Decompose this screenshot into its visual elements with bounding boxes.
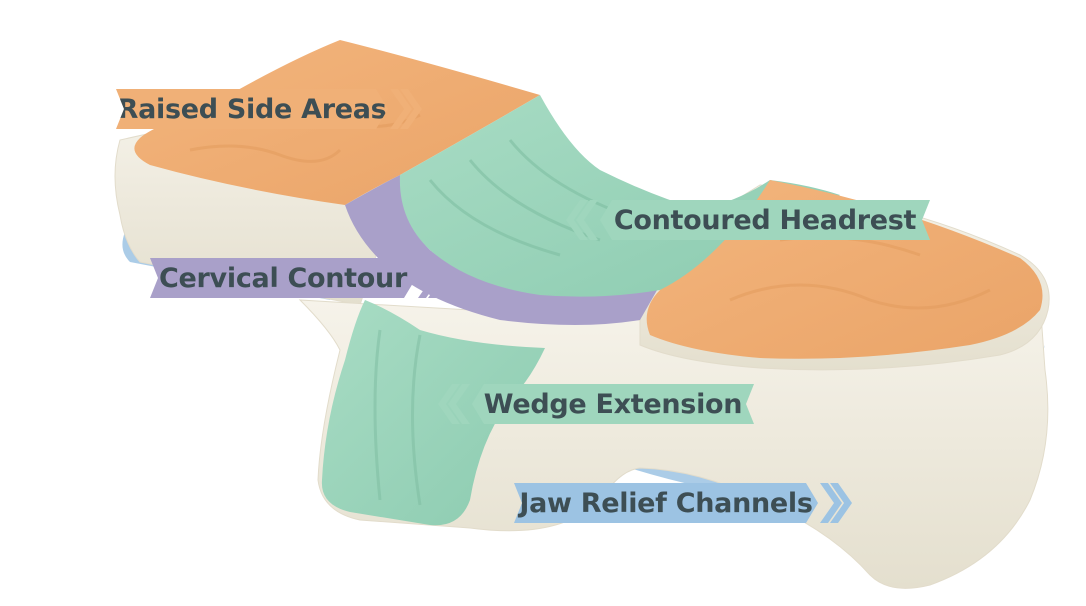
chevron-right-icon: [820, 483, 852, 523]
chevron-left-icon: [566, 200, 598, 240]
cervical-contour-label: Cervical Contour: [150, 258, 416, 298]
raised-side-areas-label: Raised Side Areas: [116, 89, 388, 129]
purple-cervical-contour: [345, 175, 660, 325]
callout-jaw-relief-channels: Jaw Relief Channels: [514, 483, 852, 523]
callout-raised-side-areas: Raised Side Areas: [116, 89, 422, 129]
callout-contoured-headrest: Contoured Headrest: [566, 200, 930, 240]
chevron-right-icon: [390, 89, 422, 129]
callout-cervical-contour: Cervical Contour: [150, 258, 450, 298]
callout-wedge-extension: Wedge Extension: [438, 384, 754, 424]
jaw-relief-channels-label: Jaw Relief Channels: [514, 483, 818, 523]
contoured-headrest-label: Contoured Headrest: [600, 200, 930, 240]
chevron-right-icon: [418, 258, 450, 298]
chevron-left-icon: [438, 384, 470, 424]
wedge-extension-label: Wedge Extension: [472, 384, 754, 424]
